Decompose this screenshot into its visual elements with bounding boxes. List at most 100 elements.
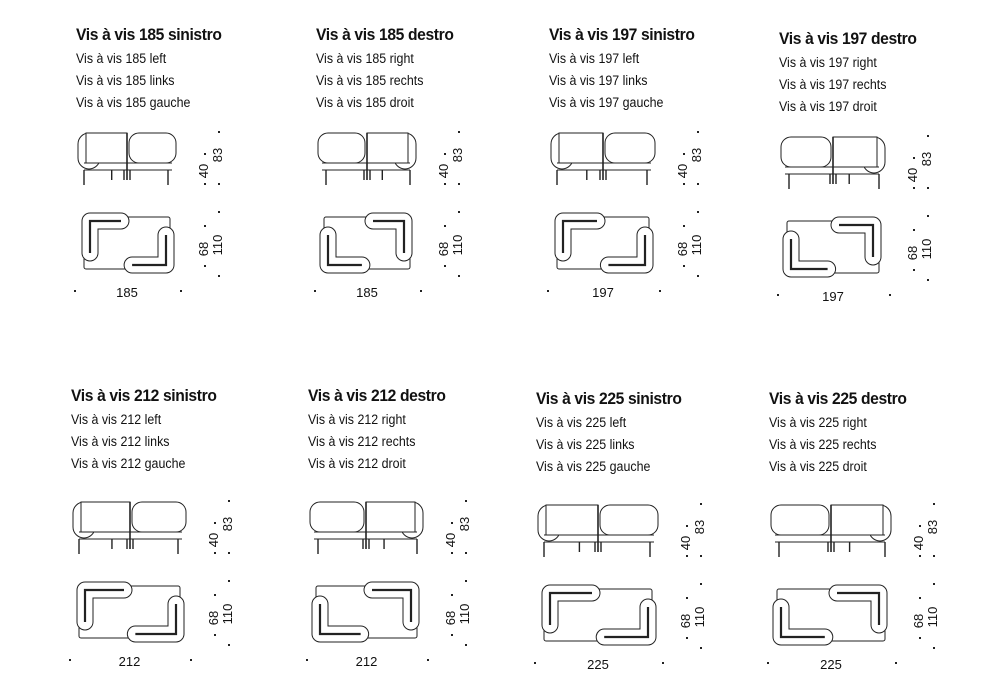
front-view	[72, 501, 187, 554]
dimension-tick	[933, 647, 935, 649]
dimension-tick	[190, 659, 192, 661]
dimension-label: 68	[206, 611, 221, 625]
plan-view	[772, 584, 888, 646]
dimension-label: 110	[689, 235, 704, 256]
model-title: Vis à vis 197 destro	[779, 29, 917, 48]
dimension-tick	[458, 183, 460, 185]
dimension-tick	[214, 594, 216, 596]
model-translation: Vis à vis 197 right	[779, 55, 877, 70]
model-translation: Vis à vis 212 left	[71, 412, 162, 427]
model-translation: Vis à vis 212 droit	[308, 456, 406, 471]
dimension-label: 68	[678, 614, 693, 628]
dimension-tick	[659, 290, 661, 292]
dimension-label: 110	[919, 239, 934, 260]
plan-view	[319, 212, 413, 274]
dimension-tick	[444, 265, 446, 267]
dimension-tick	[465, 580, 467, 582]
dimension-label: 83	[689, 148, 704, 162]
model-title: Vis à vis 212 destro	[308, 386, 446, 405]
model-title: Vis à vis 225 destro	[769, 389, 907, 408]
width-label: 212	[119, 654, 141, 669]
model-translation: Vis à vis 197 droit	[779, 99, 877, 114]
dimension-tick	[204, 265, 206, 267]
model-translation: Vis à vis 225 droit	[769, 459, 867, 474]
plan-view	[541, 584, 657, 646]
dimension-label: 83	[220, 517, 235, 531]
front-view	[537, 504, 659, 557]
dimension-tick	[74, 290, 76, 292]
dimension-tick	[767, 662, 769, 664]
dimension-tick	[214, 634, 216, 636]
dimension-tick	[218, 275, 220, 277]
dimension-tick	[697, 275, 699, 277]
dimension-label: 40	[905, 168, 920, 182]
dimension-label: 83	[450, 148, 465, 162]
dimension-label: 83	[457, 517, 472, 531]
plan-view	[81, 212, 175, 274]
dimension-tick	[927, 215, 929, 217]
dimension-tick	[913, 229, 915, 231]
model-translation: Vis à vis 197 gauche	[549, 95, 664, 110]
width-label: 225	[820, 657, 842, 672]
model-translation: Vis à vis 185 gauche	[76, 95, 191, 110]
front-view	[780, 136, 886, 189]
model-translation: Vis à vis 225 left	[536, 415, 627, 430]
dimension-tick	[69, 659, 71, 661]
dimension-tick	[465, 644, 467, 646]
dimension-tick	[913, 157, 915, 159]
dimension-tick	[683, 183, 685, 185]
dimension-tick	[465, 500, 467, 502]
dimension-tick	[218, 131, 220, 133]
dimension-tick	[465, 552, 467, 554]
dimension-tick	[444, 225, 446, 227]
dimension-tick	[686, 637, 688, 639]
model-translation: Vis à vis 225 right	[769, 415, 867, 430]
dimension-tick	[228, 580, 230, 582]
dimension-tick	[700, 555, 702, 557]
dimension-tick	[314, 290, 316, 292]
width-label: 197	[592, 285, 614, 300]
dimension-label: 110	[457, 604, 472, 625]
dimension-tick	[228, 644, 230, 646]
dimension-tick	[700, 583, 702, 585]
dimension-tick	[913, 269, 915, 271]
dimension-tick	[933, 555, 935, 557]
dimension-tick	[697, 131, 699, 133]
dimension-tick	[686, 525, 688, 527]
front-view	[309, 501, 424, 554]
dimension-tick	[927, 279, 929, 281]
dimension-tick	[697, 211, 699, 213]
dimension-tick	[686, 597, 688, 599]
model-title: Vis à vis 225 sinistro	[536, 389, 682, 408]
dimension-label: 110	[692, 607, 707, 628]
dimension-tick	[534, 662, 536, 664]
dimension-tick	[547, 290, 549, 292]
model-translation: Vis à vis 197 links	[549, 73, 648, 88]
dimension-label: 68	[911, 614, 926, 628]
dimension-tick	[889, 294, 891, 296]
dimension-tick	[700, 647, 702, 649]
model-translation: Vis à vis 185 droit	[316, 95, 414, 110]
dimension-tick	[697, 183, 699, 185]
dimension-tick	[933, 583, 935, 585]
dimension-tick	[218, 211, 220, 213]
dimension-tick	[458, 211, 460, 213]
dimension-label: 83	[919, 152, 934, 166]
dimension-label: 83	[925, 520, 940, 534]
dimension-label: 110	[925, 607, 940, 628]
dimension-label: 83	[210, 148, 225, 162]
dimension-tick	[919, 597, 921, 599]
dimension-tick	[204, 183, 206, 185]
dimension-label: 68	[443, 611, 458, 625]
dimension-tick	[777, 294, 779, 296]
model-translation: Vis à vis 185 links	[76, 73, 175, 88]
dimension-tick	[228, 552, 230, 554]
width-label: 212	[356, 654, 378, 669]
